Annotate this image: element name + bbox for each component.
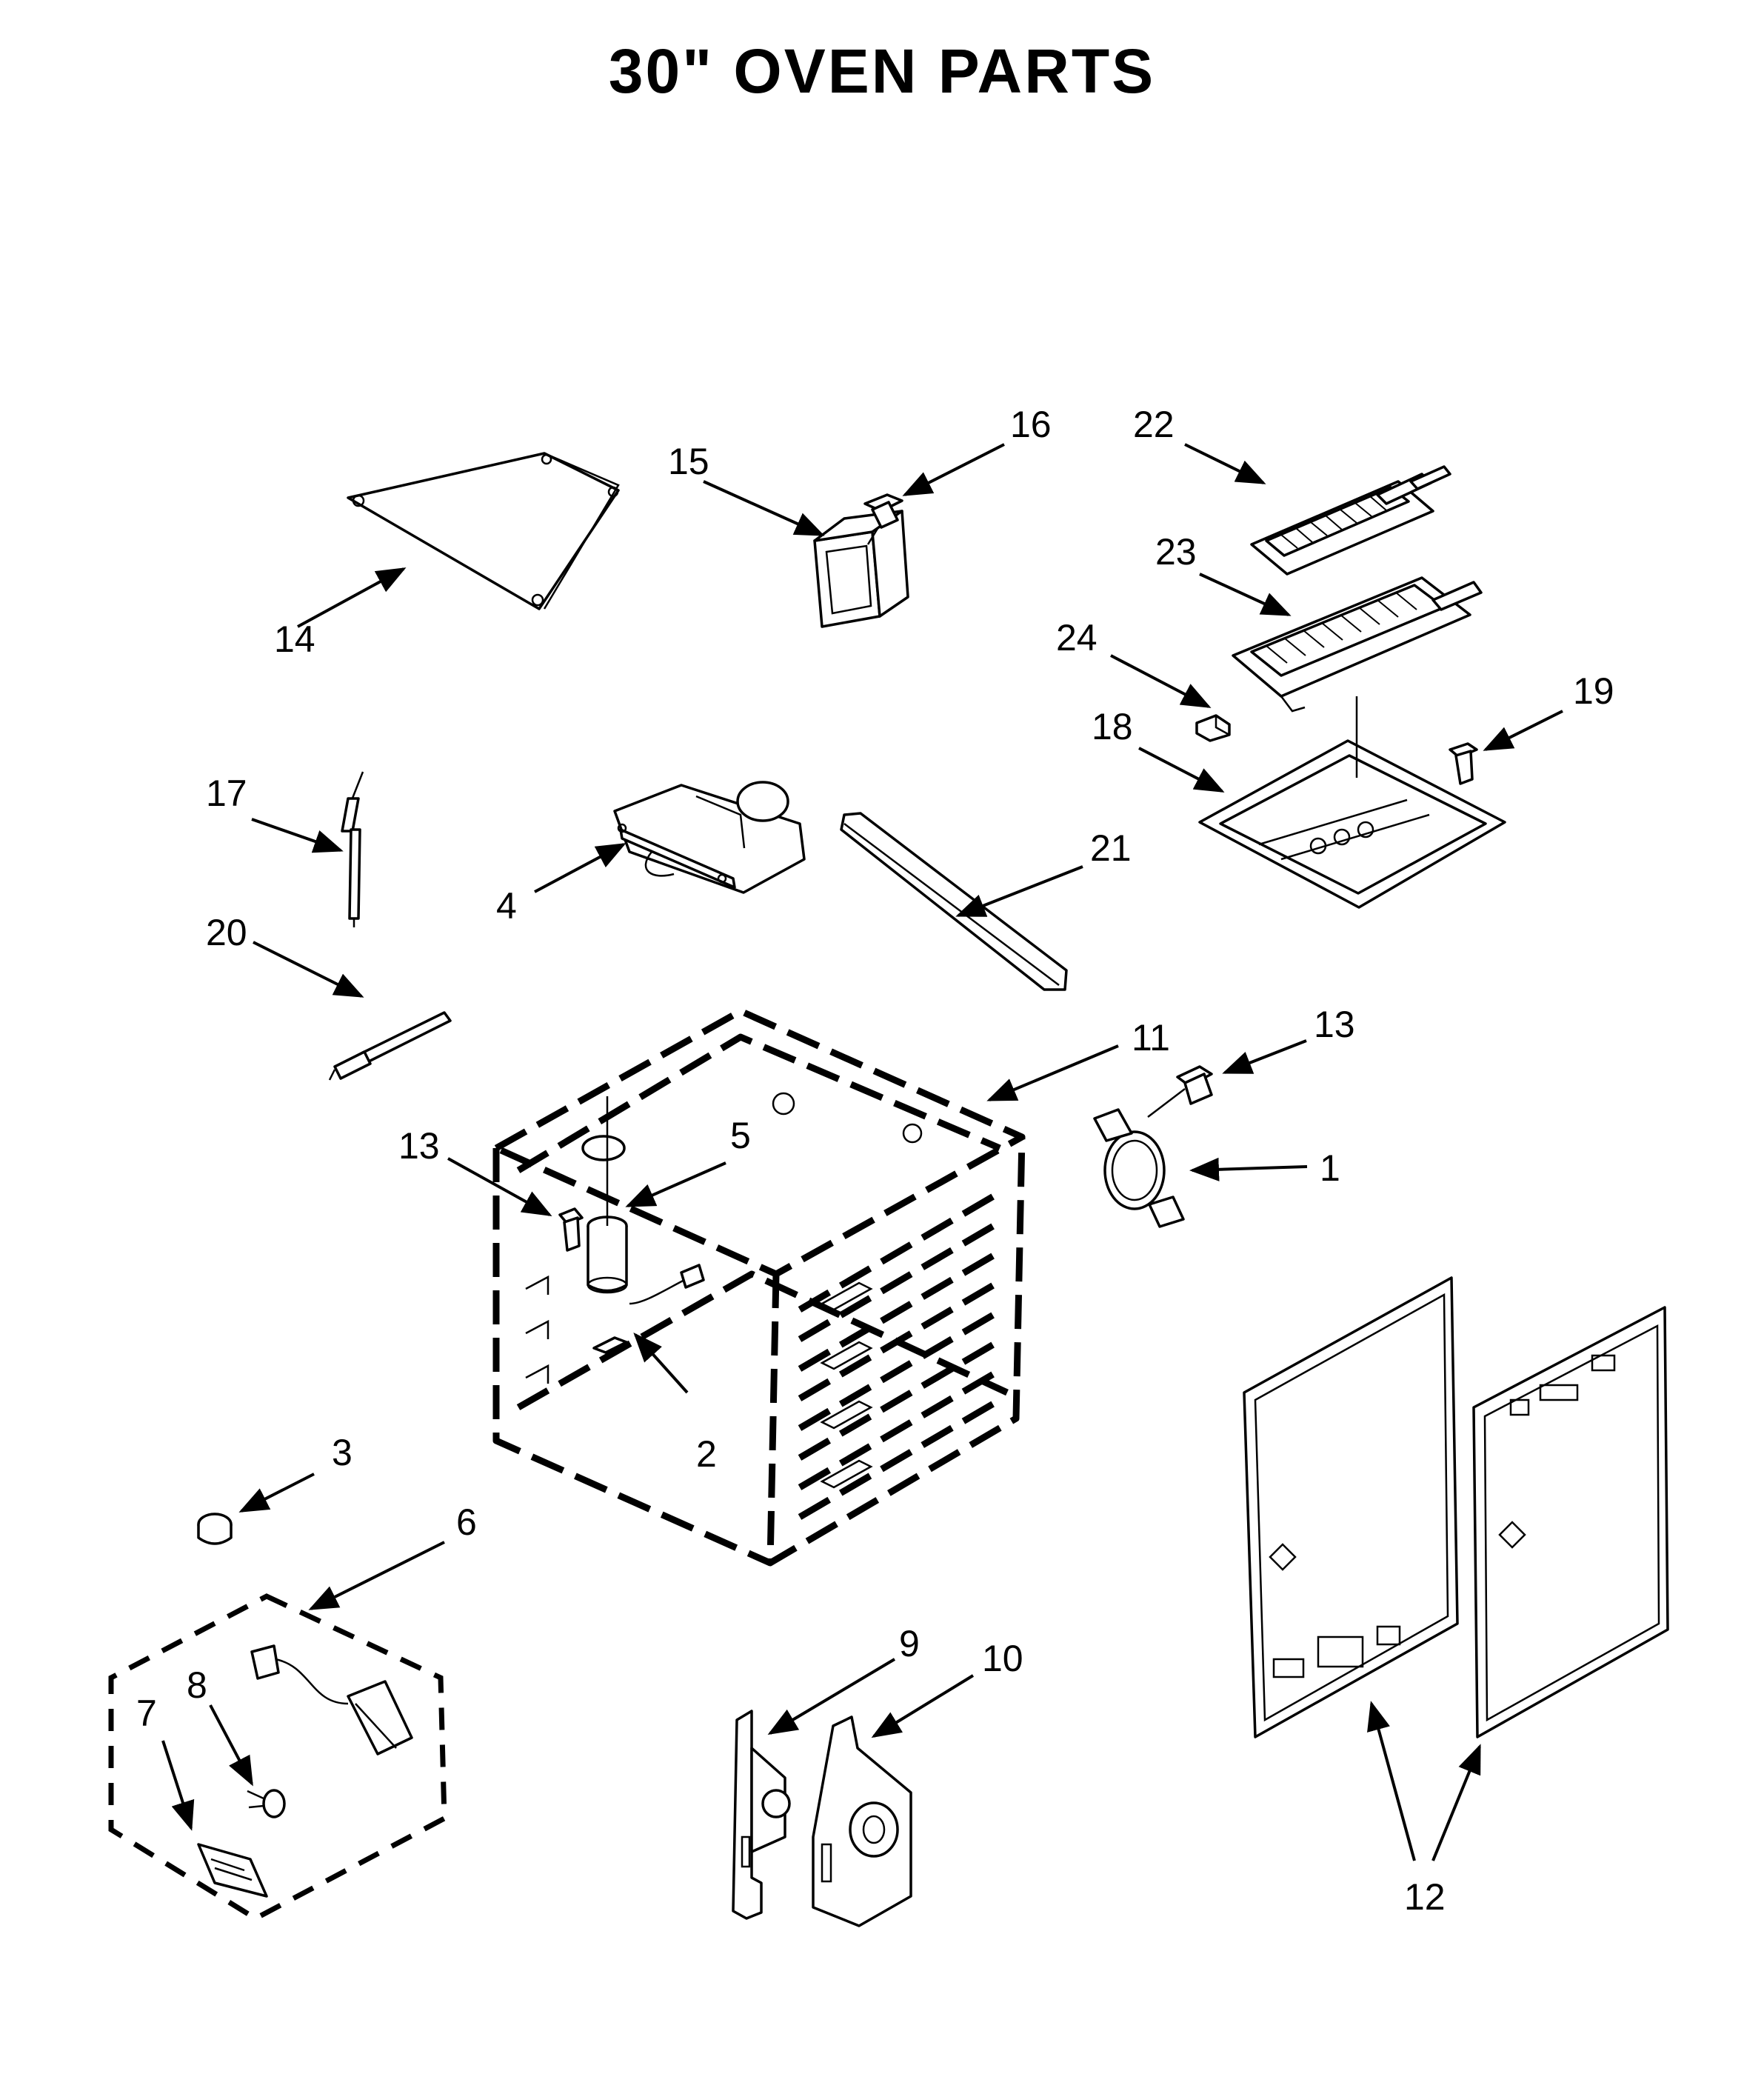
part-18-tray	[1198, 696, 1506, 909]
callout-14: 14	[274, 618, 315, 660]
part-13-screw-right	[1176, 1065, 1213, 1105]
part-4-door-latch	[613, 781, 806, 894]
part-23-bake-element	[1232, 576, 1483, 713]
callout-23: 23	[1155, 531, 1197, 573]
part-14-bracket	[347, 452, 620, 610]
part-1-thermal-fuse	[1093, 1088, 1186, 1228]
callout-13-right: 13	[1314, 1004, 1355, 1045]
callout-20: 20	[206, 912, 247, 953]
leader-arrows	[161, 443, 1563, 1861]
callout-3: 3	[332, 1432, 353, 1473]
part-17-sensor-probe	[341, 771, 364, 927]
callout-13-left: 13	[398, 1125, 440, 1167]
callout-16: 16	[1010, 404, 1052, 445]
callout-11: 11	[1132, 1017, 1170, 1058]
callout-18: 18	[1092, 706, 1133, 747]
callout-15: 15	[668, 441, 709, 482]
callout-10: 10	[982, 1638, 1023, 1679]
callout-21: 21	[1090, 827, 1132, 869]
callout-9: 9	[899, 1623, 920, 1664]
callout-1: 1	[1320, 1147, 1340, 1189]
part-24-bracket	[1195, 714, 1231, 742]
part-6-light-kit	[108, 1593, 447, 1922]
part-5-convection-heater	[587, 1096, 628, 1294]
part-19-screw	[1449, 742, 1478, 785]
part-21-rail	[840, 812, 1068, 991]
callout-12: 12	[1404, 1876, 1446, 1918]
part-20-igniter	[328, 1011, 452, 1081]
callout-4: 4	[496, 885, 517, 927]
callout-17: 17	[206, 773, 247, 814]
part-13-screw-left	[558, 1207, 584, 1252]
callout-8: 8	[187, 1664, 207, 1706]
part-11-oven-cavity	[492, 1007, 1026, 1567]
callout-22: 22	[1133, 404, 1175, 445]
part-2-wire-connector	[592, 1264, 705, 1354]
callout-2: 2	[696, 1433, 717, 1475]
part-12-side-panels	[1243, 1276, 1669, 1738]
part-9-hinge	[732, 1710, 791, 1920]
part-10-hinge	[812, 1715, 912, 1927]
callout-5: 5	[730, 1115, 751, 1156]
part-8-bulb	[247, 1789, 286, 1818]
part-22-broil-element	[1250, 465, 1451, 576]
part-16-screw	[863, 493, 903, 545]
part-15-vent-duct	[813, 510, 909, 628]
callout-6: 6	[456, 1501, 477, 1543]
part-3-plug	[197, 1513, 233, 1545]
callout-24: 24	[1056, 617, 1098, 658]
part-7-lens	[197, 1843, 268, 1898]
page-title: 30" OVEN PARTS	[608, 36, 1156, 106]
callout-19: 19	[1573, 670, 1614, 712]
callout-7: 7	[136, 1693, 157, 1734]
